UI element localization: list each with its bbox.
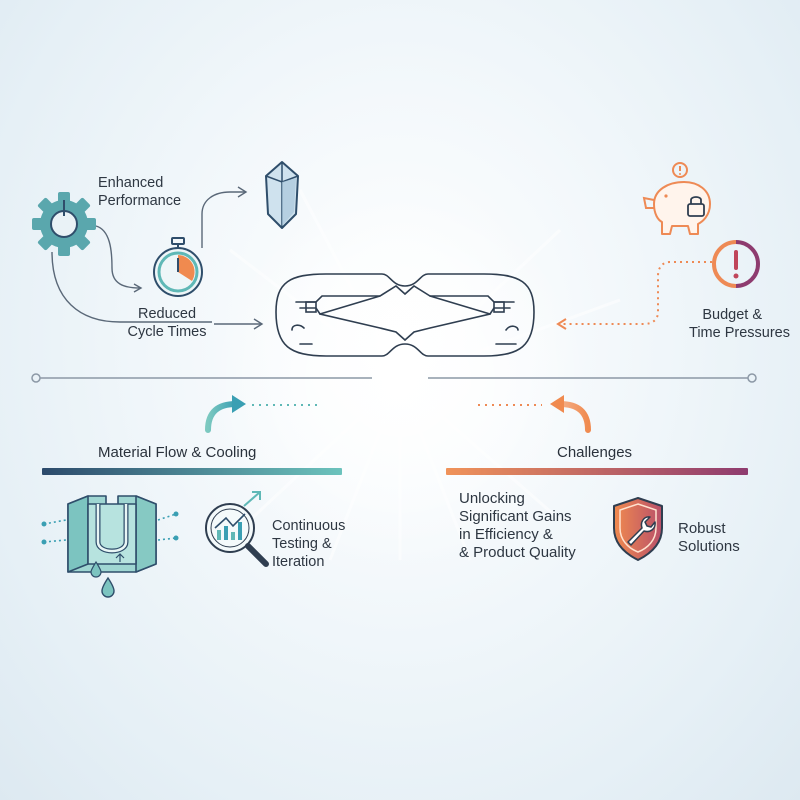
- horizontal-divider: [31, 373, 757, 383]
- left-flow-connectors: [51, 186, 264, 330]
- orange-curved-arrow: [478, 395, 591, 433]
- alert-clock-icon: [712, 240, 760, 288]
- shield-wrench-icon: [613, 497, 663, 561]
- material-flow-heading: Material Flow & Cooling: [98, 444, 257, 461]
- light-rays: [229, 189, 621, 561]
- crystal-icon: [265, 161, 299, 229]
- material-flow-bar: [42, 468, 342, 475]
- enhanced-performance-label: Enhanced Performance: [98, 175, 182, 209]
- continuous-testing-label: Continuous Testing & Iteration: [272, 518, 346, 570]
- mold-cooling-icon: [41, 495, 179, 598]
- challenges-heading: Challenges: [557, 444, 633, 461]
- teal-curved-arrow: [205, 395, 322, 433]
- piggy-bank-icon: [642, 162, 711, 235]
- challenges-bar: [446, 468, 748, 475]
- budget-arrowhead: [556, 318, 567, 330]
- unlocking-gains-label: Unlocking Significant Gains in Efficienc…: [459, 490, 576, 561]
- budget-time-pressures-label: Budget & Time Pressures: [689, 307, 790, 341]
- central-mold-diagram: [275, 273, 535, 357]
- robust-solutions-label: Robust Solutions: [678, 520, 740, 555]
- reduced-cycle-times-label: Reduced Cycle Times: [127, 306, 207, 340]
- magnifier-chart-icon: [205, 491, 269, 567]
- gear-icon: [32, 192, 96, 256]
- budget-dotted-connector: [560, 261, 712, 325]
- stopwatch-icon: [153, 237, 203, 297]
